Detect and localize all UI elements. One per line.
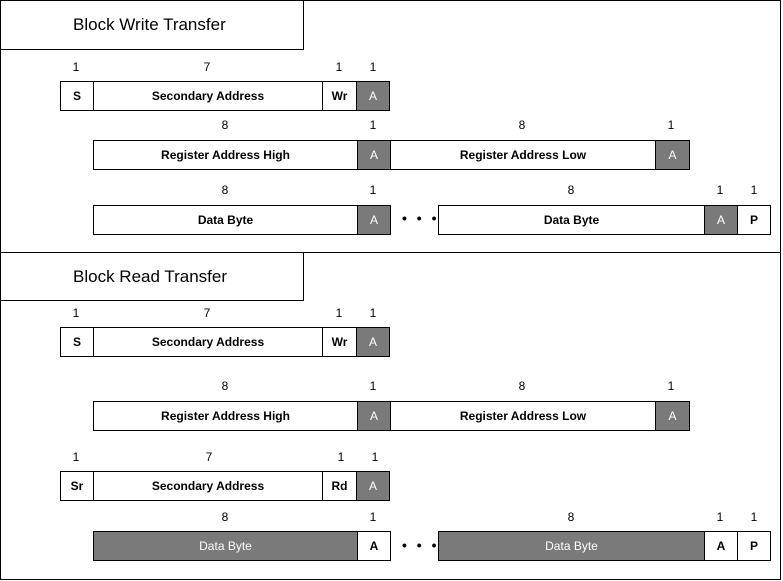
- ack-field: A: [704, 531, 738, 561]
- write-address-row: S Secondary Address Wr A: [60, 81, 390, 111]
- write-data-row-left: Data Byte A: [93, 205, 391, 235]
- stop-field: P: [737, 531, 771, 561]
- ack-field: A: [655, 140, 690, 170]
- secondary-address-field: Secondary Address: [93, 81, 323, 111]
- bit-count: 1: [369, 510, 377, 524]
- secondary-address-field: Secondary Address: [93, 471, 323, 501]
- bit-count: 8: [567, 510, 575, 524]
- ack-field: A: [357, 401, 391, 431]
- data-byte-field: Data Byte: [438, 531, 705, 561]
- read-register-row: Register Address High A Register Address…: [93, 401, 690, 431]
- bit-count: 1: [369, 306, 377, 320]
- start-field: S: [60, 81, 94, 111]
- data-byte-field: Data Byte: [438, 205, 705, 235]
- data-byte-field: Data Byte: [93, 205, 358, 235]
- write-bit-field: Wr: [322, 81, 357, 111]
- ellipsis: • • •: [402, 210, 440, 226]
- bit-count: 1: [750, 510, 758, 524]
- secondary-address-field: Secondary Address: [93, 327, 323, 357]
- bit-count: 8: [221, 183, 229, 197]
- block-write-title: Block Write Transfer: [0, 0, 304, 50]
- write-bit-field: Wr: [322, 327, 357, 357]
- read-restart-row: Sr Secondary Address Rd A: [60, 471, 390, 501]
- register-address-high-field: Register Address High: [93, 401, 358, 431]
- bit-count: 1: [750, 183, 758, 197]
- ack-field: A: [704, 205, 738, 235]
- bit-count: 1: [716, 183, 724, 197]
- write-register-row: Register Address High A Register Address…: [93, 140, 690, 170]
- bit-count: 1: [72, 306, 80, 320]
- bit-count: 1: [335, 306, 343, 320]
- ack-field: A: [357, 140, 391, 170]
- read-address-row: S Secondary Address Wr A: [60, 327, 390, 357]
- bit-count: 7: [205, 450, 213, 464]
- data-byte-field: Data Byte: [93, 531, 358, 561]
- stop-field: P: [737, 205, 771, 235]
- bit-count: 8: [518, 379, 526, 393]
- bit-count: 1: [369, 60, 377, 74]
- bit-count: 8: [221, 118, 229, 132]
- bit-count: 1: [371, 450, 379, 464]
- read-data-row-left: Data Byte A: [93, 531, 391, 561]
- ellipsis: • • •: [402, 537, 440, 553]
- start-field: S: [60, 327, 94, 357]
- bit-count: 1: [369, 379, 377, 393]
- write-data-row-right: Data Byte A P: [438, 205, 771, 235]
- register-address-low-field: Register Address Low: [390, 401, 656, 431]
- register-address-high-field: Register Address High: [93, 140, 358, 170]
- repeated-start-field: Sr: [60, 471, 94, 501]
- bit-count: 1: [72, 450, 80, 464]
- ack-field: A: [356, 81, 390, 111]
- register-address-low-field: Register Address Low: [390, 140, 656, 170]
- bit-count: 1: [667, 379, 675, 393]
- read-data-row-right: Data Byte A P: [438, 531, 771, 561]
- ack-field: A: [356, 471, 390, 501]
- bit-count: 8: [518, 118, 526, 132]
- bit-count: 1: [716, 510, 724, 524]
- bit-count: 7: [203, 306, 211, 320]
- bit-count: 1: [369, 118, 377, 132]
- ack-field: A: [357, 205, 391, 235]
- block-read-title: Block Read Transfer: [0, 252, 304, 301]
- ack-field: A: [357, 531, 391, 561]
- ack-field: A: [356, 327, 390, 357]
- ack-field: A: [655, 401, 690, 431]
- bit-count: 1: [335, 60, 343, 74]
- bit-count: 1: [72, 60, 80, 74]
- bit-count: 1: [667, 118, 675, 132]
- bit-count: 7: [203, 60, 211, 74]
- read-bit-field: Rd: [322, 471, 357, 501]
- bit-count: 8: [567, 183, 575, 197]
- bit-count: 8: [221, 379, 229, 393]
- bit-count: 1: [337, 450, 345, 464]
- bit-count: 8: [221, 510, 229, 524]
- bit-count: 1: [369, 183, 377, 197]
